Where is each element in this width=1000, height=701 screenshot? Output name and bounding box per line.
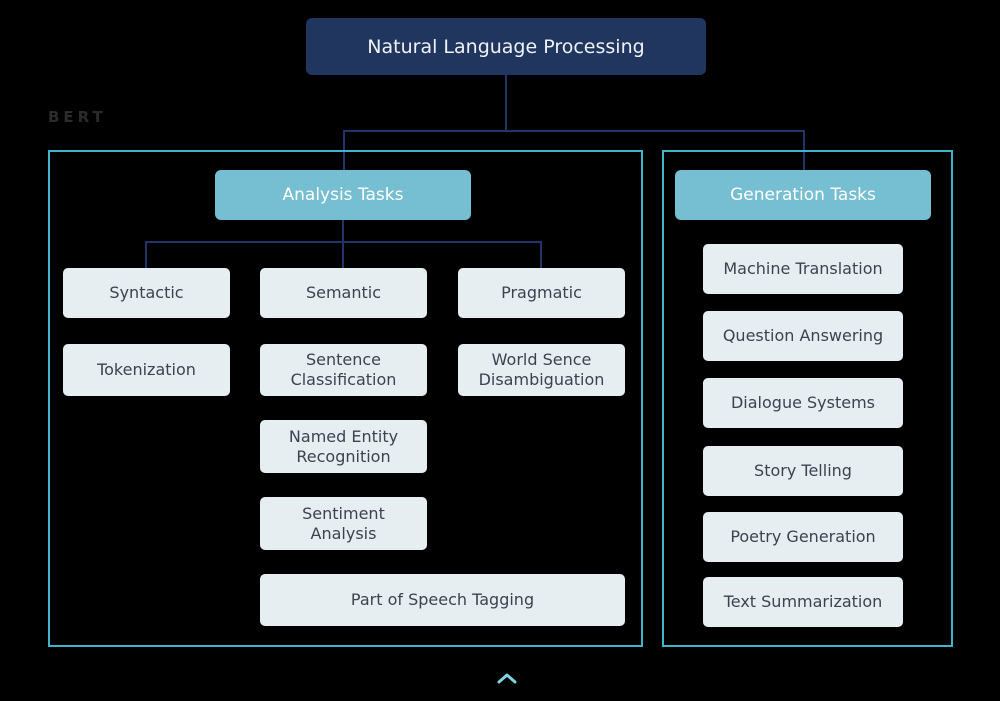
connector-analysis-stem <box>342 220 344 268</box>
group-container-analysis <box>48 150 643 647</box>
leaf-sentiment-analysis[interactable]: Sentiment Analysis <box>260 497 427 550</box>
leaf-machine-translation[interactable]: Machine Translation <box>703 244 903 294</box>
bert-watermark: BERT <box>48 108 107 126</box>
root-node-label: Natural Language Processing <box>367 35 645 58</box>
leaf-tokenization[interactable]: Tokenization <box>63 344 230 396</box>
leaf-text-summarization[interactable]: Text Summarization <box>703 577 903 627</box>
chevron-up-icon[interactable] <box>497 673 517 684</box>
leaf-part-of-speech-tagging[interactable]: Part of Speech Tagging <box>260 574 625 626</box>
header-node-analysis-tasks[interactable]: Analysis Tasks <box>215 170 471 220</box>
connector-root-stem <box>505 75 507 131</box>
leaf-semantic-title[interactable]: Semantic <box>260 268 427 318</box>
leaf-poetry-generation[interactable]: Poetry Generation <box>703 512 903 562</box>
connector-root-horizontal <box>343 130 805 132</box>
connector-analysis-horizontal <box>145 241 541 243</box>
leaf-sentence-classification[interactable]: Sentence Classification <box>260 344 427 396</box>
leaf-question-answering[interactable]: Question Answering <box>703 311 903 361</box>
header-node-generation-tasks[interactable]: Generation Tasks <box>675 170 931 220</box>
leaf-world-sence-disambiguation[interactable]: World Sence Disambiguation <box>458 344 625 396</box>
header-node-generation-tasks-label: Generation Tasks <box>730 185 876 205</box>
leaf-dialogue-systems[interactable]: Dialogue Systems <box>703 378 903 428</box>
group-container-generation <box>662 150 953 647</box>
root-node-natural-language-processing[interactable]: Natural Language Processing <box>306 18 706 75</box>
header-node-analysis-tasks-label: Analysis Tasks <box>282 185 404 205</box>
leaf-named-entity-recognition[interactable]: Named Entity Recognition <box>260 420 427 473</box>
leaf-story-telling[interactable]: Story Telling <box>703 446 903 496</box>
connector-analysis-to-pragmatic <box>540 241 542 268</box>
connector-analysis-to-syntactic <box>145 241 147 268</box>
leaf-pragmatic-title[interactable]: Pragmatic <box>458 268 625 318</box>
leaf-syntactic-title[interactable]: Syntactic <box>63 268 230 318</box>
